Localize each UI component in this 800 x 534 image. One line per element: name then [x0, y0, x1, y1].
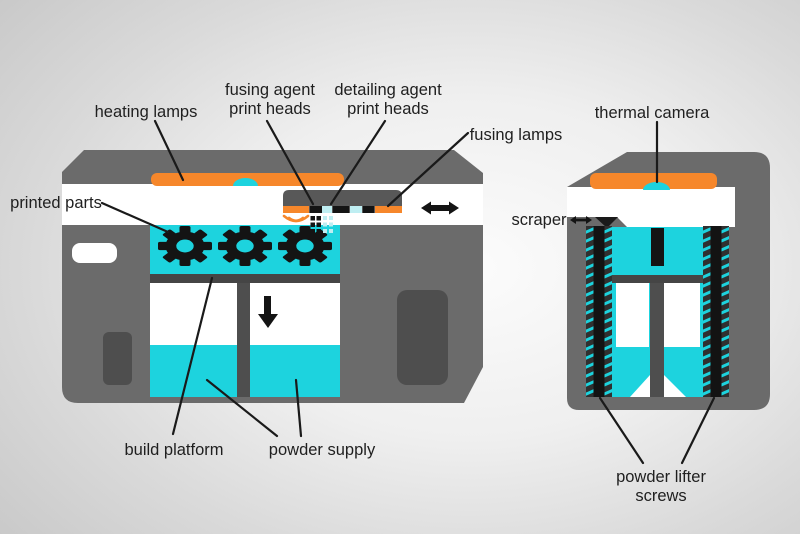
- label-powder-lifter-screws: powder lifter screws: [616, 468, 706, 505]
- left-machine-handle: [72, 243, 117, 263]
- carriage-rail-surface: [62, 184, 483, 225]
- detailing-agent-head: [322, 206, 332, 213]
- right-chamber-divider: [650, 283, 664, 397]
- scraper-blade-icon: [595, 217, 618, 228]
- lifter-screws-line-right: [680, 396, 716, 465]
- heat-waves-icon: [282, 214, 310, 223]
- detailing-agent-head: [350, 206, 362, 213]
- fusing-agent-head: [333, 206, 349, 213]
- powder-feed-down-arrow-icon: [258, 296, 278, 328]
- label-heating-lamps: heating lamps: [94, 103, 198, 121]
- build-platform-plate: [150, 274, 340, 283]
- label-scraper: scraper: [511, 211, 567, 229]
- carriage-motion-arrow-icon: [421, 201, 459, 215]
- label-thermal-camera: thermal camera: [594, 104, 710, 122]
- gear-icon: [218, 226, 272, 266]
- fusing-agent-head: [363, 206, 374, 213]
- powder-lifter-screw-left: [586, 226, 612, 397]
- label-build-platform: build platform: [124, 441, 224, 459]
- leader-lines: [100, 119, 716, 465]
- printed-parts-line: [100, 201, 170, 234]
- label-fusing-lamps: fusing lamps: [469, 126, 563, 144]
- left-machine-vent-right: [397, 290, 448, 385]
- detailing-agent-line: [329, 119, 387, 206]
- powder-supply-line-left: [205, 378, 279, 438]
- label-powder-supply: powder supply: [268, 441, 376, 459]
- right-platform-plate: [612, 275, 703, 283]
- fusing-lamp-right: [375, 206, 402, 213]
- thermal-camera-lens-icon: [233, 178, 258, 186]
- powder-funnel-left: [630, 375, 650, 397]
- heating-lamps-bar-right: [590, 173, 717, 189]
- label-printed-parts: printed parts: [10, 194, 102, 212]
- fusing-agent-line: [265, 119, 315, 206]
- piston-rod: [651, 228, 664, 266]
- right-chamber-left-void: [616, 283, 649, 347]
- powder-supply-line-right: [294, 378, 303, 438]
- heating-lamps-line: [153, 119, 185, 182]
- build-platform-line: [171, 276, 214, 436]
- right-machine-section-view: [567, 152, 770, 410]
- chamber-divider: [237, 283, 250, 397]
- fusing-agent-head: [310, 206, 322, 213]
- right-chamber-right-void: [664, 283, 700, 347]
- fusing-lamps-line: [386, 131, 470, 208]
- fusing-agent-droplets-icon: [310, 216, 321, 234]
- left-machine-side-view: [62, 150, 483, 403]
- supply-chamber-powder: [250, 345, 340, 397]
- label-fusing-agent-print-heads: fusing agent print heads: [225, 81, 315, 118]
- powder-funnel-right: [664, 375, 686, 397]
- build-chamber-empty: [150, 283, 237, 345]
- label-detailing-agent-print-heads: detailing agent print heads: [334, 81, 442, 118]
- thermal-camera-lens-icon: [643, 182, 670, 190]
- scraper-motion-arrow-icon: [570, 216, 592, 224]
- powder-lifter-screw-right: [703, 226, 729, 397]
- left-machine-vent-left: [103, 332, 132, 385]
- lifter-screws-line-left: [598, 396, 645, 465]
- detailing-agent-droplets-icon: [323, 216, 333, 233]
- fusing-lamp-left: [283, 206, 309, 213]
